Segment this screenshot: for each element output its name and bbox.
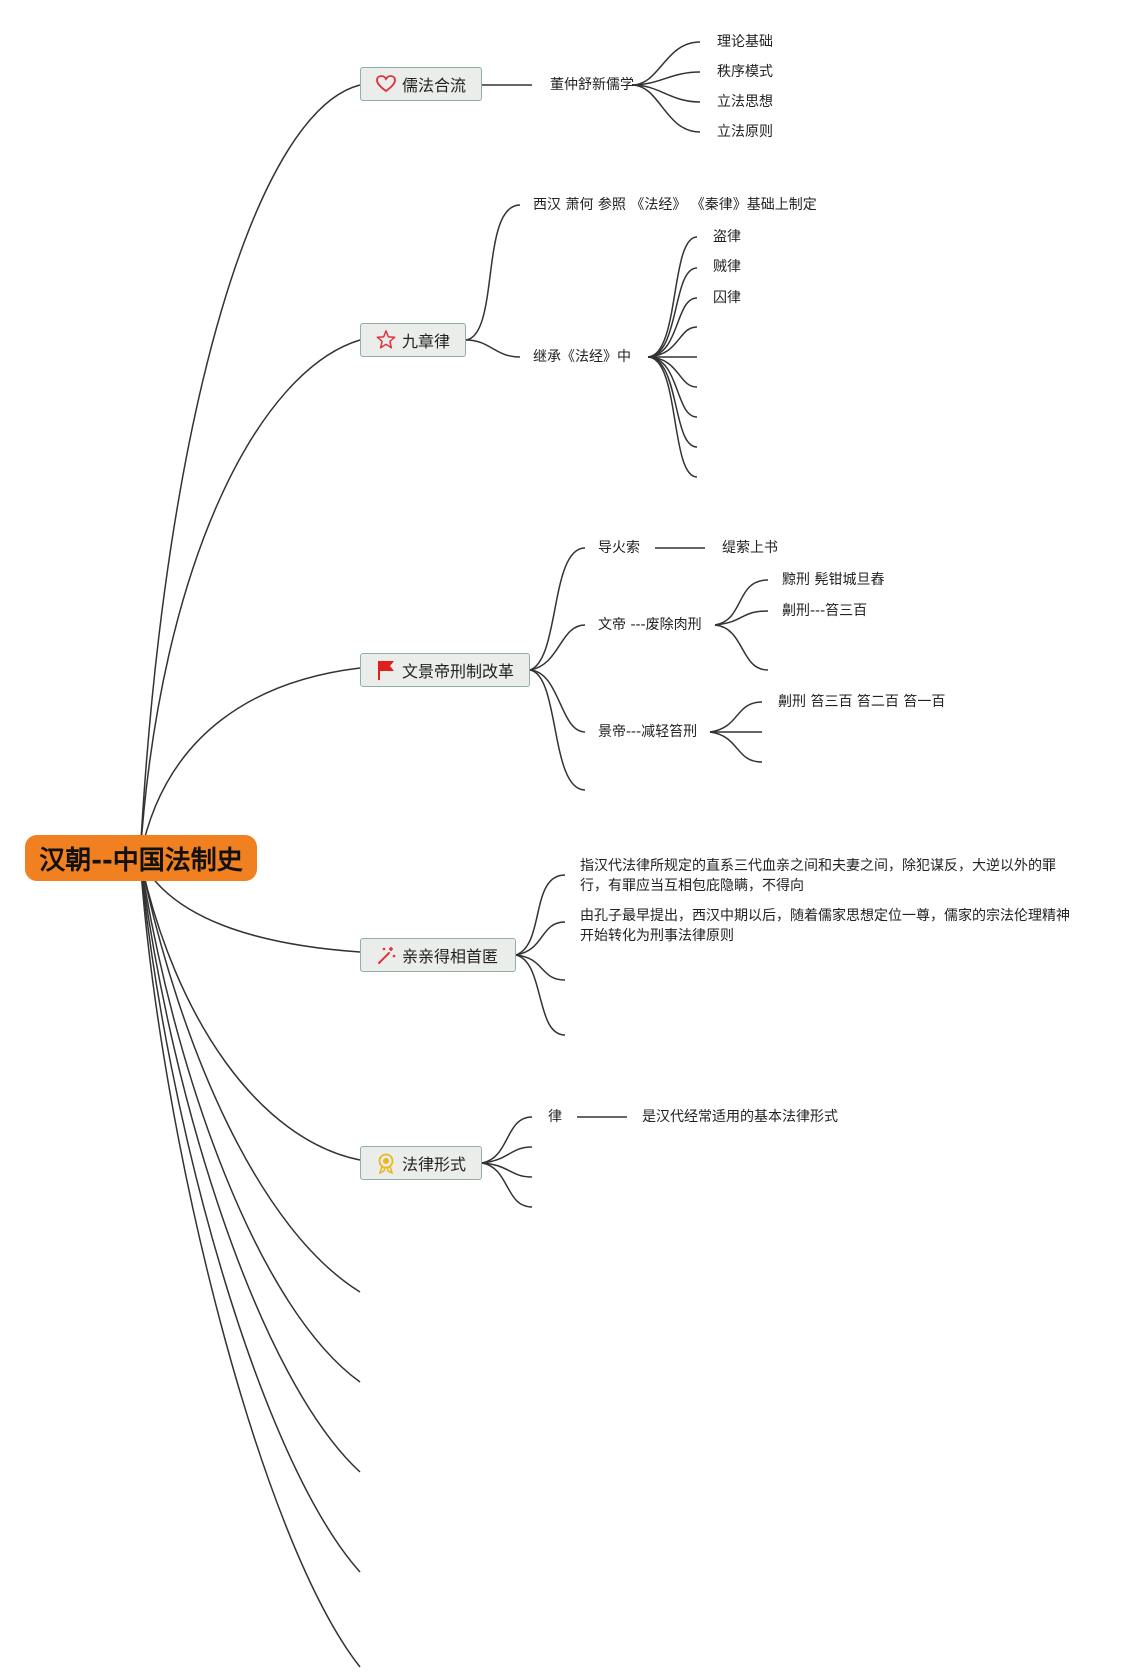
branch-line xyxy=(139,339,361,859)
red-flag-icon xyxy=(375,659,397,681)
branch-line xyxy=(631,84,701,133)
topic-label: 法律形式 xyxy=(402,1155,467,1174)
topic-label: 儒法合流 xyxy=(402,76,467,95)
branch-line xyxy=(631,71,701,86)
branch-line xyxy=(714,610,769,626)
leaf-lifa-sixiang[interactable]: 立法思想 xyxy=(717,94,773,110)
leaf-tiying-shangshu[interactable]: 缇萦上书 xyxy=(722,540,778,556)
topic-qinqin-shouni[interactable]: 亲亲得相首匿 xyxy=(360,938,516,972)
branch-line xyxy=(529,624,586,671)
subtopic-jicheng-fajing[interactable]: 继承《法经》中 xyxy=(533,349,631,365)
leaf-qingxing[interactable]: 黥刑 髡钳城旦舂 xyxy=(782,572,885,588)
topic-rufa-heliu[interactable]: 儒法合流 xyxy=(360,67,482,101)
branch-line xyxy=(529,669,586,733)
root-topic[interactable]: 汉朝--中国法制史 xyxy=(25,835,257,881)
branch-line xyxy=(515,954,566,981)
subtopic-dongzhongshu[interactable]: 董仲舒新儒学 xyxy=(550,77,634,93)
branch-line xyxy=(481,1146,533,1164)
subtopic-daohuosuo[interactable]: 导火索 xyxy=(598,540,640,556)
subtopic-wendi[interactable]: 文帝 ---废除肉刑 xyxy=(598,617,702,633)
topic-wenjingdi-gaige[interactable]: 文景帝刑制改革 xyxy=(360,653,530,687)
branch-line xyxy=(714,624,769,671)
branch-line xyxy=(465,204,521,341)
branch-line xyxy=(647,236,698,358)
branch-line xyxy=(139,857,361,1383)
subtopic-definition[interactable]: 指汉代法律所规定的直系三代血亲之间和夫妻之间，除犯谋反，大逆以外的罪行，有罪应当… xyxy=(580,858,1056,894)
topic-falv-xingshi[interactable]: 法律形式 xyxy=(360,1146,482,1180)
branch-line xyxy=(709,731,763,763)
branch-line xyxy=(515,921,566,956)
topic-label: 九章律 xyxy=(402,332,451,351)
branch-line xyxy=(481,1116,533,1164)
branch-line xyxy=(481,1162,533,1178)
topic-label: 文景帝刑制改革 xyxy=(402,662,515,681)
branch-line xyxy=(515,954,566,1036)
branch-line xyxy=(139,84,361,859)
leaf-yixing-chi300[interactable]: 劓刑---笞三百 xyxy=(782,603,868,619)
award-ribbon-icon xyxy=(375,1152,397,1174)
magic-wand-icon xyxy=(375,944,397,966)
branch-line xyxy=(139,667,361,859)
branch-line xyxy=(647,297,698,358)
branch-line xyxy=(709,701,763,733)
branch-line xyxy=(529,547,586,671)
branch-line xyxy=(647,326,698,358)
branch-line xyxy=(139,857,361,1161)
branch-line xyxy=(714,579,769,626)
branch-line xyxy=(139,857,361,1573)
branch-line xyxy=(465,339,521,358)
branch-line xyxy=(647,356,698,448)
leaf-zeilv[interactable]: 贼律 xyxy=(713,259,741,275)
subtopic-jingdi[interactable]: 景帝---减轻笞刑 xyxy=(598,724,698,740)
branch-line xyxy=(647,356,698,478)
leaf-lifa-yuanze[interactable]: 立法原则 xyxy=(717,124,773,140)
branch-line xyxy=(647,356,698,388)
leaf-qiulv[interactable]: 囚律 xyxy=(713,290,741,306)
heart-icon xyxy=(375,73,397,95)
subtopic-lv[interactable]: 律 xyxy=(548,1109,562,1125)
topic-jiuzhanglv[interactable]: 九章律 xyxy=(360,323,466,357)
leaf-lv-definition[interactable]: 是汉代经常适用的基本法律形式 xyxy=(642,1109,838,1125)
branch-line xyxy=(139,857,361,1668)
branch-line xyxy=(631,41,701,86)
branch-line xyxy=(515,874,566,956)
star-icon xyxy=(375,329,397,351)
root-title: 汉朝--中国法制史 xyxy=(39,845,243,876)
branch-line xyxy=(481,1162,533,1208)
leaf-lilun-jichu[interactable]: 理论基础 xyxy=(717,34,773,50)
leaf-zhixu-moshi[interactable]: 秩序模式 xyxy=(717,64,773,80)
branch-line xyxy=(529,669,586,791)
subtopic-origin[interactable]: 由孔子最早提出，西汉中期以后，随着儒家思想定位一尊，儒家的宗法伦理精神开始转化为… xyxy=(580,908,1070,944)
branch-line xyxy=(647,267,698,358)
leaf-yixing-chi[interactable]: 劓刑 笞三百 笞二百 笞一百 xyxy=(778,694,946,710)
subtopic-xiaohe[interactable]: 西汉 萧何 参照 《法经》 《秦律》基础上制定 xyxy=(533,197,817,213)
branch-line xyxy=(139,857,361,1293)
topic-label: 亲亲得相首匿 xyxy=(402,947,499,966)
branch-line xyxy=(139,857,361,1473)
leaf-daolv[interactable]: 盗律 xyxy=(713,229,741,245)
